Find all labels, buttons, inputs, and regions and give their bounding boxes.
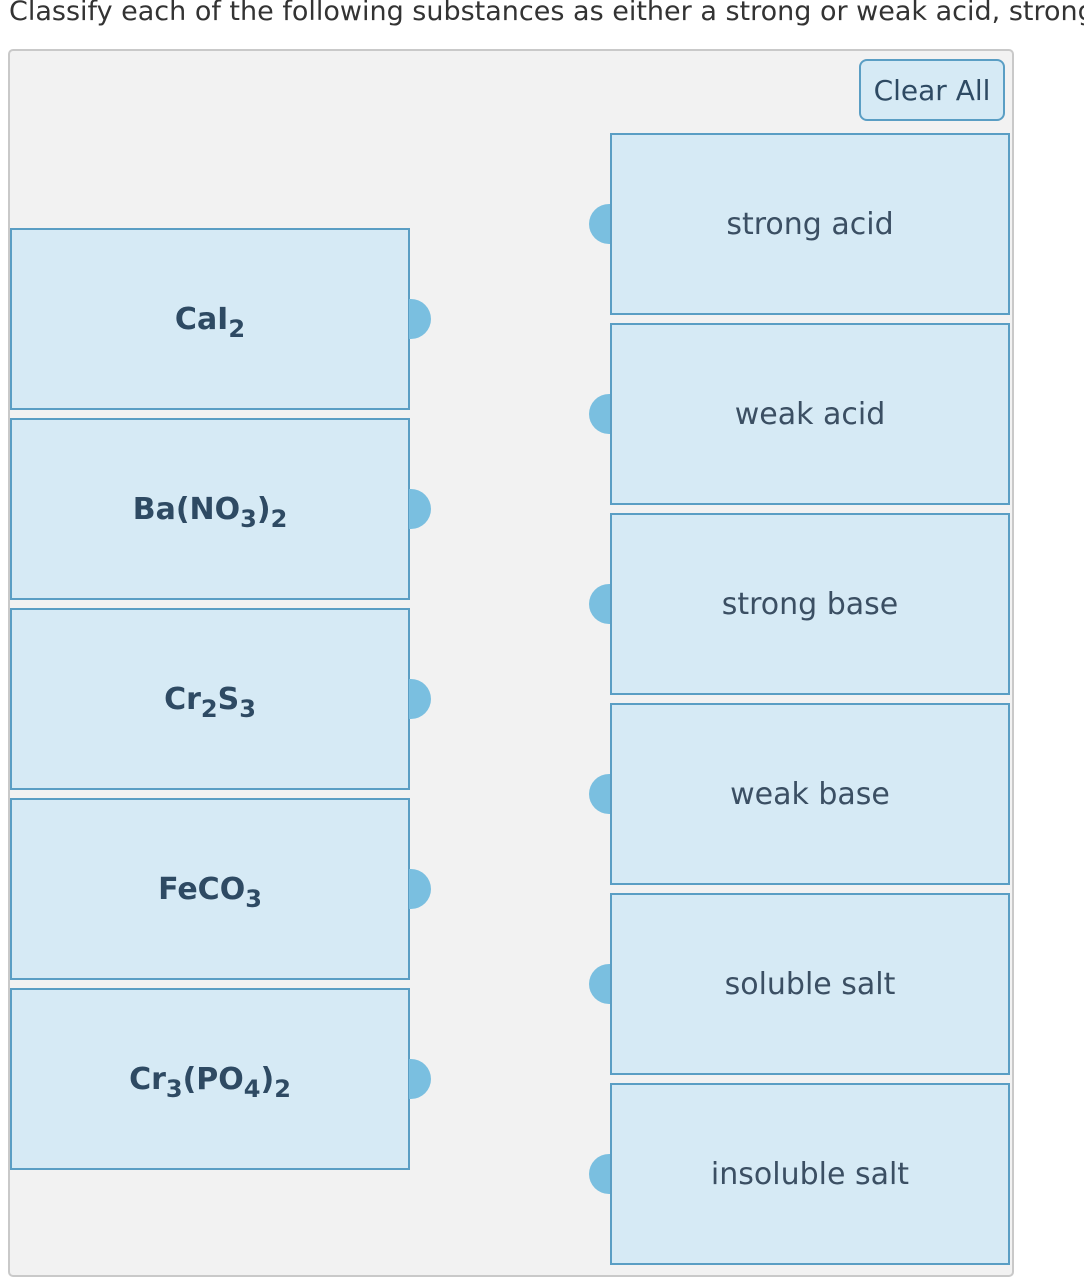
drag-handle[interactable]: [409, 299, 431, 339]
drag-handle[interactable]: [409, 679, 431, 719]
target-soluble-salt[interactable]: soluble salt: [610, 893, 1010, 1075]
target-label: soluble salt: [724, 966, 896, 1002]
formula: CaI2: [174, 301, 246, 343]
target-label: weak acid: [734, 396, 886, 432]
target-insoluble-salt[interactable]: insoluble salt: [610, 1083, 1010, 1265]
target-weak-acid[interactable]: weak acid: [610, 323, 1010, 505]
substance-item-ba-no3-2[interactable]: Ba(NO3)2: [10, 418, 410, 600]
drop-connector[interactable]: [589, 964, 611, 1004]
drop-connector[interactable]: [589, 1154, 611, 1194]
clear-all-button[interactable]: Clear All: [859, 59, 1005, 121]
formula: Cr2S3: [164, 681, 256, 723]
target-weak-base[interactable]: weak base: [610, 703, 1010, 885]
formula: Cr3(PO4)2: [129, 1061, 291, 1103]
substance-item-cr2s3[interactable]: Cr2S3: [10, 608, 410, 790]
drag-handle[interactable]: [409, 1059, 431, 1099]
formula: Ba(NO3)2: [132, 491, 288, 533]
drop-connector[interactable]: [589, 584, 611, 624]
drag-handle[interactable]: [409, 869, 431, 909]
formula: FeCO3: [158, 871, 262, 913]
target-strong-acid[interactable]: strong acid: [610, 133, 1010, 315]
target-label: weak base: [730, 776, 890, 812]
drop-connector[interactable]: [589, 204, 611, 244]
instruction-text: Classify each of the following substance…: [9, 0, 1084, 27]
drop-connector[interactable]: [589, 394, 611, 434]
target-label: insoluble salt: [710, 1156, 910, 1192]
substance-item-feco3[interactable]: FeCO3: [10, 798, 410, 980]
target-label: strong base: [721, 586, 899, 622]
substance-item-cr3-po4-2[interactable]: Cr3(PO4)2: [10, 988, 410, 1170]
substance-item-cai2[interactable]: CaI2: [10, 228, 410, 410]
target-strong-base[interactable]: strong base: [610, 513, 1010, 695]
target-label: strong acid: [726, 206, 894, 242]
drop-connector[interactable]: [589, 774, 611, 814]
drag-handle[interactable]: [409, 489, 431, 529]
